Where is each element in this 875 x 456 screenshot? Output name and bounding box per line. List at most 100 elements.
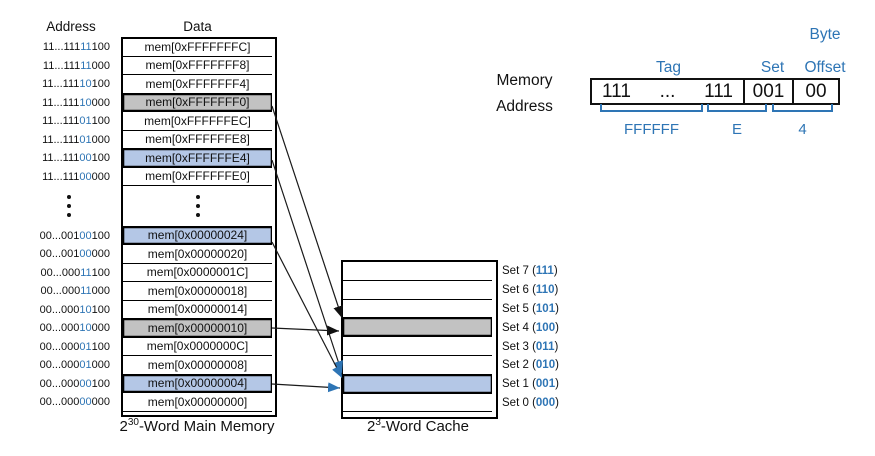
memory-address-label-line2: Address [496,98,553,115]
memory-data-value: mem[0x00000008] [147,357,248,372]
memory-data-value: mem[0x0000001C] [146,265,249,280]
cache-set-label: Set 4 (100) [502,318,559,337]
address-table-gap [110,393,123,412]
set-index-bits: 100 [535,321,556,334]
address-offset-bits: 100 [91,377,110,390]
arrow-fffffff0-to-set4 [271,105,343,319]
memory-data-cell: mem[0x0000000C] [123,337,272,356]
address-offset-bits: 100 [91,340,110,353]
memory-data-value: mem[0xFFFFFFF8] [145,58,250,73]
cache-set-labels: Set 7 (111)Set 6 (110)Set 5 (101)Set 4 (… [502,262,559,412]
paren-open: ( [532,265,536,278]
address-offset-bits: 100 [91,229,110,242]
address-offset-bits: 100 [91,115,110,128]
address-set-bits: 10 [79,322,92,335]
cache-set-label: Set 7 (111) [502,262,559,281]
address-set-bits: 10 [79,78,92,91]
caption-exponent: 3 [375,417,381,428]
cache-row [343,280,492,300]
main-memory-caption: 230-Word Main Memory [47,417,347,435]
hex-bracket-tag [600,104,703,112]
paren-close: ) [555,302,559,315]
address-offset-bits: 100 [91,152,110,165]
tag-field: 111 ... 111 [592,80,745,103]
byte-offset-field: 00 [805,80,827,102]
set-name: Set 0 [502,396,529,409]
paren-open: ( [532,302,536,315]
set-name: Set 7 [502,265,529,278]
address-table-gap [110,264,123,283]
address-set-bits: 00 [79,248,92,261]
memory-data-value: mem[0x00000004] [147,376,248,391]
memory-data-value: mem[0xFFFFFFE0] [145,169,250,184]
address-table-gap [110,131,123,150]
memory-data-value: mem[0x00000000] [147,394,248,409]
memory-data-value: mem[0xFFFFFFF0] [145,95,250,110]
byte-field-label: Byte [809,26,841,43]
memory-data-value: mem[0x00000020] [147,246,248,261]
memory-data-cell: mem[0x00000024] [123,226,272,245]
address-tag-bits: 00...001 [39,248,80,261]
cache-row [343,299,492,319]
arrow-00000024-to-set1 [271,241,343,379]
hex-bracket-mid [707,104,767,112]
tag-bits-ellipsis: ... [659,80,676,102]
cache-row [343,337,492,356]
address-offset-bits: 000 [91,170,110,183]
address-table-gap [110,112,123,131]
address-tag-bits: 00...001 [39,229,80,242]
address-table-gap [110,94,123,113]
paren-close: ) [555,378,559,391]
memory-data-value: mem[0x00000018] [147,283,248,298]
address-tag-bits: 00...000 [39,303,80,316]
paren-close: ) [554,284,559,297]
memory-data-value: mem[0x00000010] [147,320,248,335]
hex-value-mid: E [731,121,742,138]
memory-ellipsis-row [0,186,272,227]
cache-set-label: Set 6 (110) [502,281,559,300]
set-index-bits: 101 [535,302,556,315]
set-name: Set 6 [502,284,529,297]
memory-data-value: mem[0xFFFFFFEC] [144,113,251,128]
address-tag-bits: 11...111 [42,170,80,183]
cache-row [343,355,492,375]
offset-field-label: Offset [804,59,846,76]
address-set-bits: 11 [80,266,92,279]
set-index-bits: 000 [535,396,556,409]
vertical-ellipsis-icon [196,195,200,217]
address-table-gap [110,319,123,338]
address-offset-bits: 100 [91,78,110,91]
address-table-gap [110,38,123,57]
address-set-bits: 00 [79,396,92,409]
address-tag-bits: 11...111 [42,133,80,146]
address-table-gap [110,186,123,227]
cache-set-label: Set 1 (001) [502,375,559,394]
memory-data-cell: mem[0x00000010] [123,319,272,338]
address-offset-bits: 000 [91,248,110,261]
address-set-bits: 10 [79,303,92,316]
address-offset-bits: 000 [91,359,110,372]
address-offset-bits: 100 [91,41,110,54]
memory-data-cell: mem[0xFFFFFFF8] [123,56,272,75]
set-field: 001 [745,80,794,103]
memory-data-cell: mem[0xFFFFFFF0] [123,93,272,112]
address-set-bits: 11 [80,41,92,54]
